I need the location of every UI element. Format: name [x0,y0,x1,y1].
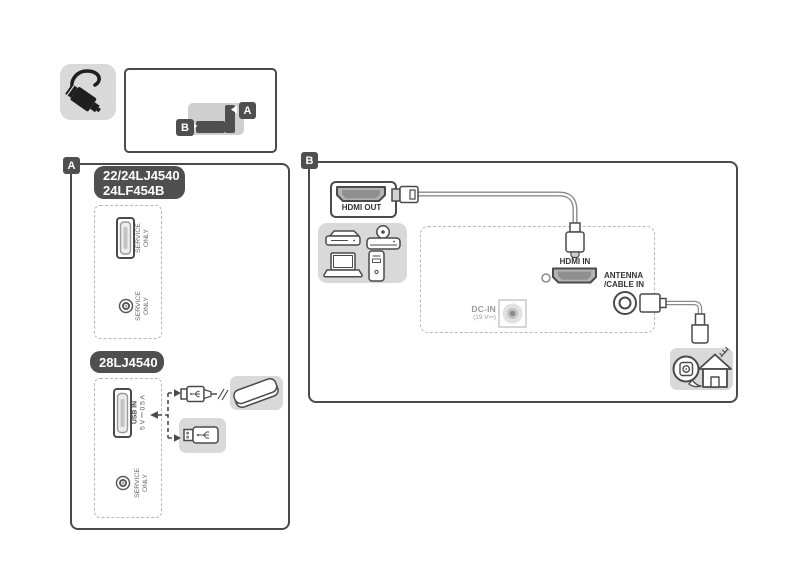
hdmi-out-box [330,181,397,218]
source-devices-box [318,223,407,283]
panel-a-bottom-port-area [94,378,162,518]
overview-badge-a: A [239,102,256,119]
bottom-ports-bar [196,121,225,133]
flash-drive-box [179,418,226,453]
antenna-cable-in-label: ANTENNA /CABLE IN [604,271,644,289]
side-ports-bar [225,105,235,133]
usb-in-label: USB IN 5 V ⎓ 0.5 A [131,395,147,430]
overview-box: A B [124,68,277,153]
hdmi-out-label: HDMI OUT [341,203,382,212]
model-line-1: 28LJ4540 [99,354,158,370]
panel-a-top-port-area [94,205,162,339]
overview-badge-b: B [176,119,194,136]
model-badge-28lj4540: 28LJ4540 [90,351,164,373]
tv-rear-panel-area [420,226,655,333]
service-only-label-usb: SERVICE ONLY [135,223,150,253]
panel-b-badge: B [301,152,318,169]
service-only-label-jack-bottom: SERVICE ONLY [134,468,149,498]
antenna-wall-box [670,348,733,390]
external-drive-box [230,376,283,410]
model-badge-22-24lj4540: 22/24LJ4540 24LF454B [94,166,185,199]
panel-a [70,163,290,530]
model-line-1: 22/24LJ4540 [103,167,180,183]
model-line-2: 24LF454B [103,182,165,198]
panel-a-badge: A [63,157,80,174]
dc-in-label: DC-IN (19 V⎓) [471,304,496,321]
power-cable-icon [60,64,116,120]
service-only-label-jack-top: SERVICE ONLY [135,291,150,321]
hdmi-in-label: HDMI IN [559,257,591,266]
